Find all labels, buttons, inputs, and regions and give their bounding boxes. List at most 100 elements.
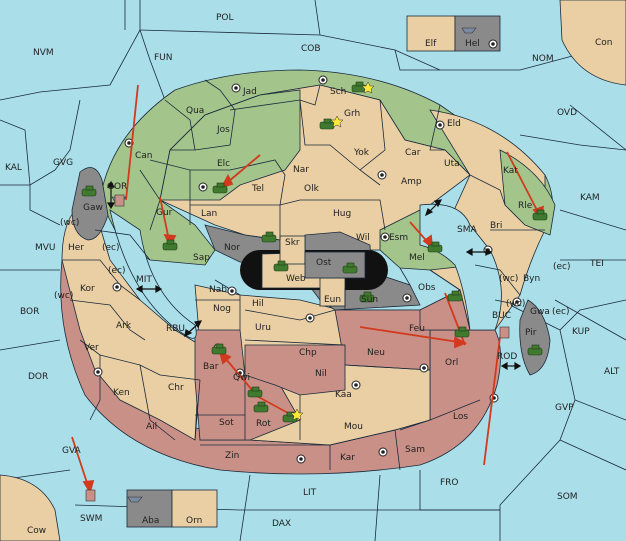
supply-center <box>377 170 387 180</box>
supply-center <box>378 447 388 457</box>
label-dor: DOR <box>28 372 48 382</box>
land-labels: Jad Sch Qua Grh Jos Eld Can Yok Car Uta … <box>68 87 550 463</box>
supply-center <box>512 297 522 307</box>
label-coast: (ec) <box>553 262 571 272</box>
supply-center <box>435 120 445 130</box>
label-qwi: Qwi <box>233 373 250 383</box>
label-kor: Kor <box>80 284 95 294</box>
label-ost: Ost <box>316 258 332 268</box>
label-rle: Rle <box>518 201 533 211</box>
region-cow <box>0 474 61 541</box>
label-kam: KAM <box>580 193 600 203</box>
label-gva: GVA <box>62 446 82 456</box>
label-tei: TEI <box>589 259 604 269</box>
army-icon <box>211 343 227 355</box>
label-kat: Kat <box>503 166 518 176</box>
label-ail: Ail <box>146 422 157 432</box>
label-chr: Chr <box>168 383 184 393</box>
supply-center <box>419 363 429 373</box>
arrowhead <box>82 479 95 495</box>
label-coast: (ec) <box>108 266 126 276</box>
army-icon <box>261 231 277 243</box>
label-swm: SWM <box>80 514 102 524</box>
label-coast: (wc) <box>54 291 73 301</box>
label-gaw: Gaw <box>83 203 103 213</box>
order-arrow <box>506 151 542 219</box>
label-bri: Bri <box>490 221 502 231</box>
army-icon <box>447 290 463 302</box>
order-arrow <box>254 394 289 414</box>
order-arrow <box>483 336 501 466</box>
label-web: Web <box>286 274 306 284</box>
label-elc: Elc <box>217 159 230 169</box>
label-rot: Rot <box>256 419 271 429</box>
label-can: Can <box>135 151 153 161</box>
label-grh: Grh <box>344 109 360 119</box>
label-pol: POL <box>216 13 234 23</box>
label-coast: (wc) <box>506 299 525 309</box>
label-lit: LIT <box>303 488 317 498</box>
region-elf <box>406 15 456 52</box>
label-obs: Obs <box>418 283 436 293</box>
label-neu: Neu <box>367 348 385 358</box>
label-nab: Nab <box>209 285 227 295</box>
army-icon <box>273 260 289 272</box>
supply-center <box>351 380 361 390</box>
supply-center <box>112 282 122 292</box>
label-uru: Uru <box>255 323 271 333</box>
label-lan: Lan <box>201 209 217 219</box>
supply-center <box>318 75 328 85</box>
label-esm: Esm <box>389 233 408 243</box>
label-chp: Chp <box>299 348 317 358</box>
label-nom: NOM <box>532 54 554 64</box>
label-orn: Orn <box>186 516 202 526</box>
arrowhead <box>220 174 234 189</box>
label-gwa: Gwa <box>530 307 550 317</box>
label-nvm: NVM <box>33 48 54 58</box>
label-sma: SMA <box>457 225 477 235</box>
label-her: Her <box>68 243 84 253</box>
label-sap: Sap <box>193 253 210 263</box>
label-jad: Jad <box>242 87 257 97</box>
label-bor: BOR <box>20 307 39 317</box>
label-orl: Orl <box>445 358 458 368</box>
label-bud: BUC <box>492 311 511 321</box>
label-gor: GOR <box>107 182 127 192</box>
bay-sma <box>419 203 502 331</box>
label-nar: Nar <box>293 165 309 175</box>
label-fro: FRO <box>440 478 459 488</box>
label-bar: Bar <box>203 362 219 372</box>
region-ost-lake <box>304 251 366 279</box>
label-los: Los <box>453 412 468 422</box>
army-icon <box>342 262 358 274</box>
label-sam: Sam <box>405 445 425 455</box>
label-kup: KUP <box>572 327 590 337</box>
units <box>81 81 548 423</box>
label-ken: Ken <box>113 388 130 398</box>
supply-center <box>227 286 237 296</box>
label-zin: Zin <box>225 451 239 461</box>
army-icon <box>212 182 228 194</box>
army-icon <box>454 326 470 338</box>
label-wil: Wil <box>356 233 370 243</box>
supply-center <box>402 293 412 303</box>
region-pir <box>519 299 551 376</box>
label-rod: ROD <box>497 352 517 362</box>
label-car: Car <box>405 148 421 158</box>
label-alt: ALT <box>604 367 620 377</box>
label-coast: (ec) <box>102 243 120 253</box>
label-rbu: RBU <box>166 324 185 334</box>
region-orn <box>171 489 218 528</box>
star-icon <box>290 408 304 421</box>
label-som: SOM <box>557 492 578 502</box>
arrowhead <box>454 336 468 349</box>
order-arrow <box>359 326 466 344</box>
label-ver: Ver <box>84 343 99 353</box>
star-icon <box>330 115 344 128</box>
supply-center <box>380 232 390 242</box>
army-icon <box>81 185 97 197</box>
army-icon <box>532 209 548 221</box>
dislodged-unit <box>499 326 510 339</box>
label-nil: Nil <box>315 369 327 379</box>
label-jos: Jos <box>216 125 230 135</box>
